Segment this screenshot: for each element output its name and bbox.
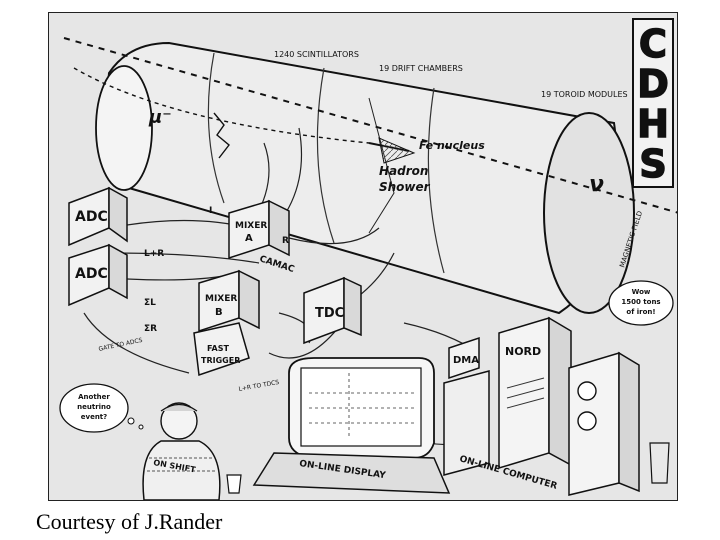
label-l-plus-r: L+R: [144, 249, 164, 259]
mixer-a-letter: A: [245, 233, 253, 244]
tdc-label: TDC: [315, 306, 344, 321]
label-scintillators: 1240 SCINTILLATORS: [274, 50, 359, 59]
dma-module: DMA: [448, 336, 480, 380]
logo-letter-c: C: [639, 22, 667, 66]
logo-letter-h: H: [637, 102, 669, 146]
cartoon-svg: C D H S 1240 SCINTILLATORS 19 DRIFT CHAM…: [59, 18, 677, 500]
bubble-line-3: event?: [81, 413, 107, 421]
label-muon: μ⁻: [148, 107, 172, 128]
label-sigma-l: ΣL: [144, 298, 156, 308]
tdc-module: TDC: [303, 276, 362, 345]
fast-trigger-module: FAST TRIGGER: [193, 322, 250, 377]
label-shower: Shower: [379, 180, 431, 194]
wow-bubble: Wow 1500 tons of iron!: [608, 280, 674, 326]
mixer-a-label: MIXER: [235, 221, 267, 231]
dma-label: DMA: [453, 355, 479, 366]
physicist-character: ON SHIFT: [142, 402, 670, 500]
mixer-b-letter: B: [215, 307, 223, 318]
label-hadron: Hadron: [379, 164, 428, 178]
online-display: ON-LINE DISPLAY: [252, 357, 451, 494]
caption: Courtesy of J.Rander: [36, 509, 223, 534]
adc-bottom-label: ADC: [75, 266, 108, 282]
wow-line-3: of iron!: [626, 308, 655, 316]
nord-label: NORD: [505, 345, 541, 358]
adc-bottom-module: ADC: [68, 243, 128, 307]
mixer-b-label: MIXER: [205, 294, 237, 304]
label-fe-nucleus: Fe nucleus: [419, 139, 485, 152]
detector-cylinder: [95, 41, 635, 315]
fast-trigger-label-2: TRIGGER: [201, 356, 240, 365]
logo-letter-s: S: [639, 142, 666, 186]
mixer-b-module: MIXER B: [198, 269, 260, 333]
label-l: L: [209, 206, 215, 216]
thought-bubble: Another neutrino event?: [59, 383, 144, 433]
adc-top-module: ADC: [68, 186, 128, 247]
label-gate-to-adcs: GATE TO ADCS: [98, 337, 143, 353]
wow-line-1: Wow: [632, 288, 651, 296]
bubble-line-2: neutrino: [77, 403, 111, 411]
label-sigma-r: ΣR: [144, 324, 157, 334]
adc-top-label: ADC: [75, 209, 108, 225]
wow-line-2: 1500 tons: [621, 298, 660, 306]
logo-letter-d: D: [637, 62, 669, 106]
label-camac: CAMAC: [258, 254, 296, 275]
label-drift-chambers: 19 DRIFT CHAMBERS: [379, 64, 463, 73]
label-toroid-modules: 19 TOROID MODULES: [541, 90, 628, 99]
cdhs-logo: C D H S: [632, 18, 674, 188]
label-neutrino: ν: [589, 172, 604, 197]
label-ltr-to-tdcs: L+R TO TDCS: [238, 379, 280, 393]
particle-tracks: [63, 37, 677, 214]
fast-trigger-label-1: FAST: [207, 344, 230, 353]
bubble-line-1: Another: [78, 393, 110, 401]
label-r: R: [282, 236, 289, 246]
cdhs-detector-cartoon: C D H S 1240 SCINTILLATORS 19 DRIFT CHAM…: [48, 12, 678, 501]
mixer-a-module: MIXER A: [228, 199, 290, 260]
